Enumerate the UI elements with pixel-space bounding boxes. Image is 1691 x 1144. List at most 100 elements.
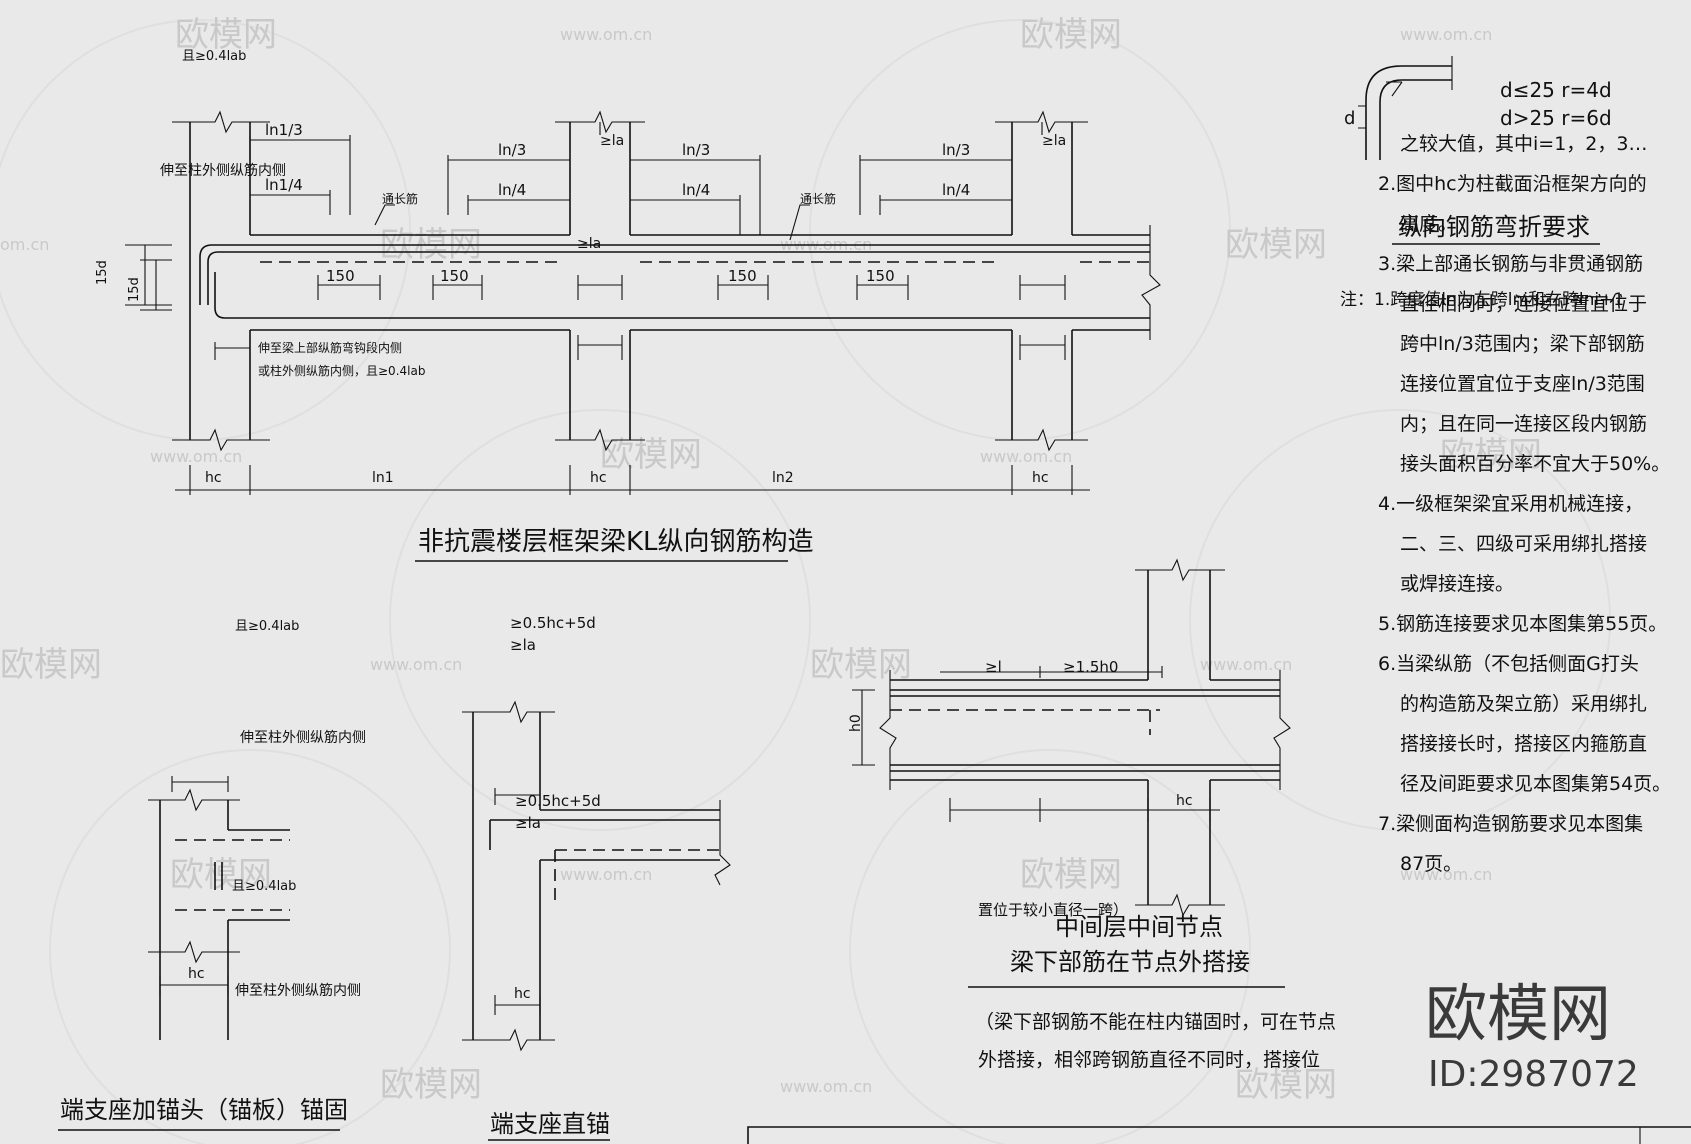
watermark-layer: 欧模网 www.om.cn 欧模网 www.om.cn 欧模网 www.om.c… bbox=[0, 15, 1611, 1144]
watermark-brand: 欧模网 bbox=[1020, 855, 1122, 895]
label-h0: h0 bbox=[848, 714, 864, 732]
anchor-head-title: 端支座加锚头（锚板）锚固 bbox=[60, 1096, 348, 1124]
middle-title-1: 中间层中间节点 bbox=[1055, 913, 1223, 941]
straight-anchor-title: 端支座直锚 bbox=[490, 1110, 610, 1138]
note-line: 直径相同时，连接位置宜位于 bbox=[1400, 293, 1647, 315]
label-150: 150 bbox=[728, 267, 757, 285]
watermark-brand: 欧模网 bbox=[175, 15, 277, 55]
note-line: 5.钢筋连接要求见本图集第55页。 bbox=[1378, 613, 1667, 635]
label-15d: 15d bbox=[95, 260, 110, 285]
note-line: 7.梁侧面构造钢筋要求见本图集 bbox=[1378, 813, 1643, 835]
middle-title-2: 梁下部筋在节点外搭接 bbox=[1010, 948, 1250, 976]
label-ln1-3: ln1/3 bbox=[265, 121, 303, 139]
label-ln-4: ln/4 bbox=[498, 181, 526, 199]
watermark-brand: 欧模网 bbox=[380, 1065, 482, 1105]
bend-title: 纵向钢筋弯折要求 bbox=[1398, 213, 1590, 241]
note-line: 连接位置宜位于支座ln/3范围 bbox=[1400, 373, 1645, 395]
label-hc: hc bbox=[590, 470, 607, 486]
watermark-url: www.om.cn bbox=[1400, 865, 1492, 884]
anchor-head-diagram: 且≥0.4lab 伸至柱外侧纵筋内侧 且≥0.4lab 伸至柱外侧纵筋内侧 hc… bbox=[58, 619, 366, 1131]
note-line: 二、三、四级可采用绑扎搭接 bbox=[1400, 533, 1647, 555]
note-line: 6.当梁纵筋（不包括侧面G打头 bbox=[1378, 653, 1639, 675]
label-ln-3: ln/3 bbox=[942, 141, 970, 159]
watermark-url: www.om.cn bbox=[150, 447, 242, 466]
middle-desc-1: （梁下部钢筋不能在柱内锚固时，可在节点 bbox=[975, 1011, 1336, 1033]
watermark-url: www.om.cn bbox=[1200, 655, 1292, 674]
label-ge-15h0: ≥1.5h0 bbox=[1063, 658, 1118, 676]
label-ln1: ln1 bbox=[372, 470, 394, 486]
label-d: d bbox=[1344, 108, 1355, 129]
label-ln2: ln2 bbox=[772, 470, 794, 486]
label-hc: hc bbox=[188, 966, 205, 982]
note-line: 接头面积百分率不宜大于50%。 bbox=[1400, 453, 1670, 475]
label-150: 150 bbox=[440, 267, 469, 285]
watermark-brand: 欧模网 bbox=[1440, 435, 1542, 475]
label-ge-la: ≥la bbox=[577, 236, 601, 252]
watermark-brand: 欧模网 bbox=[170, 855, 272, 895]
note-line: 的构造筋及架立筋）采用绑扎 bbox=[1400, 693, 1647, 715]
label-straight-top: ≥la bbox=[510, 636, 536, 654]
logo-block: 欧模网 ID:2987072 bbox=[1425, 977, 1639, 1095]
watermark-url: www.om.cn bbox=[780, 1077, 872, 1096]
notes-block: 注：1.跨度值ln为左跨lni和右跨lni+1 之较大值，其中i=1，2，3… … bbox=[1340, 133, 1671, 875]
title-block-border bbox=[747, 1126, 1691, 1144]
note-prefix: 注：1.跨度值ln为左跨lni和右跨lni+1 bbox=[1340, 290, 1624, 310]
label-ge-la: ≥la bbox=[1042, 133, 1066, 149]
label-150: 150 bbox=[326, 267, 355, 285]
label-150: 150 bbox=[866, 267, 895, 285]
label-anchor-top: 且≥0.4lab bbox=[182, 49, 246, 64]
label-note-extend: 或柱外侧纵筋内侧，且≥0.4lab bbox=[258, 363, 425, 378]
label-extend-outer: 伸至柱外侧纵筋内侧 bbox=[160, 162, 286, 179]
watermark-url: www.om.cn bbox=[980, 447, 1072, 466]
bend-detail: d d≤25 r=4d d>25 r=6d 纵向钢筋弯折要求 bbox=[1344, 56, 1612, 245]
bend-rule-2: d>25 r=6d bbox=[1500, 106, 1612, 130]
note-line: 径及间距要求见本图集第54页。 bbox=[1400, 773, 1671, 795]
logo-brand: 欧模网 bbox=[1425, 977, 1611, 1050]
watermark-brand: 欧模网 bbox=[810, 645, 912, 685]
label-ln-3: ln/3 bbox=[682, 141, 710, 159]
label-extend: 伸至柱外侧纵筋内侧 bbox=[240, 729, 366, 746]
middle-node-diagram: ≥l ≥1.5h0 h0 hc 中间层中间节点 梁下部筋在节点外搭接 （梁下部钢… bbox=[848, 558, 1336, 1071]
label-anchor-mid: 且≥0.4lab bbox=[232, 879, 296, 894]
label-straight-top: ≥0.5hc+5d bbox=[510, 614, 596, 632]
note-line: 2.图中hc为柱截面沿框架方向的 bbox=[1378, 173, 1647, 195]
note-line: 跨中ln/3范围内；梁下部钢筋 bbox=[1400, 333, 1645, 355]
bend-rule-1: d≤25 r=4d bbox=[1500, 78, 1612, 102]
label-straight-inner: ≥la bbox=[515, 814, 541, 832]
label-extend: 伸至柱外侧纵筋内侧 bbox=[235, 982, 361, 999]
note-line: 搭接接长时，搭接区内箍筋直 bbox=[1400, 733, 1647, 755]
label-hc: hc bbox=[1032, 470, 1049, 486]
label-ge-l: ≥l bbox=[985, 658, 1002, 676]
label-through-bar: 通长筋 bbox=[800, 191, 836, 206]
label-ln-3: ln/3 bbox=[498, 141, 526, 159]
watermark-url: om.cn bbox=[0, 235, 49, 254]
watermark-brand: 欧模网 bbox=[1020, 15, 1122, 55]
label-ln-4: ln/4 bbox=[682, 181, 710, 199]
watermark-brand: 欧模网 bbox=[0, 645, 102, 685]
label-straight-inner: ≥0.5hc+5d bbox=[515, 792, 601, 810]
straight-anchor-diagram: ≥0.5hc+5d ≥la ≥0.5hc+5d ≥la hc 端支座直锚 bbox=[462, 614, 731, 1141]
note-line: 之较大值，其中i=1，2，3… bbox=[1400, 133, 1647, 155]
middle-desc-3: 置位于较小直径一跨） bbox=[978, 901, 1128, 919]
main-beam-diagram: 且≥0.4lab bbox=[95, 49, 1161, 562]
label-15d: 15d bbox=[127, 277, 142, 302]
note-line: 4.一级框架梁宜采用机械连接， bbox=[1378, 493, 1643, 515]
note-line: 3.梁上部通长钢筋与非贯通钢筋 bbox=[1378, 253, 1643, 275]
label-anchor-top: 且≥0.4lab bbox=[235, 619, 299, 634]
note-line: 或焊接连接。 bbox=[1400, 573, 1514, 595]
label-hc: hc bbox=[514, 986, 531, 1002]
label-ge-la: ≥la bbox=[600, 133, 624, 149]
main-title: 非抗震楼层框架梁KL纵向钢筋构造 bbox=[418, 527, 814, 557]
label-through-bar: 通长筋 bbox=[382, 191, 418, 206]
watermark-url: www.om.cn bbox=[560, 865, 652, 884]
label-ln-4: ln/4 bbox=[942, 181, 970, 199]
watermark-brand: 欧模网 bbox=[1225, 225, 1327, 265]
label-ln1-4: ln1/4 bbox=[265, 176, 303, 194]
note-line: 高度。 bbox=[1400, 213, 1457, 235]
note-line: 87页。 bbox=[1400, 853, 1462, 875]
middle-desc-2: 外搭接，相邻跨钢筋直径不同时，搭接位 bbox=[978, 1049, 1320, 1071]
logo-id: ID:2987072 bbox=[1428, 1054, 1639, 1095]
watermark-brand: 欧模网 bbox=[1235, 1065, 1337, 1105]
label-note-extend: 伸至梁上部纵筋弯钩段内侧 bbox=[258, 340, 402, 355]
